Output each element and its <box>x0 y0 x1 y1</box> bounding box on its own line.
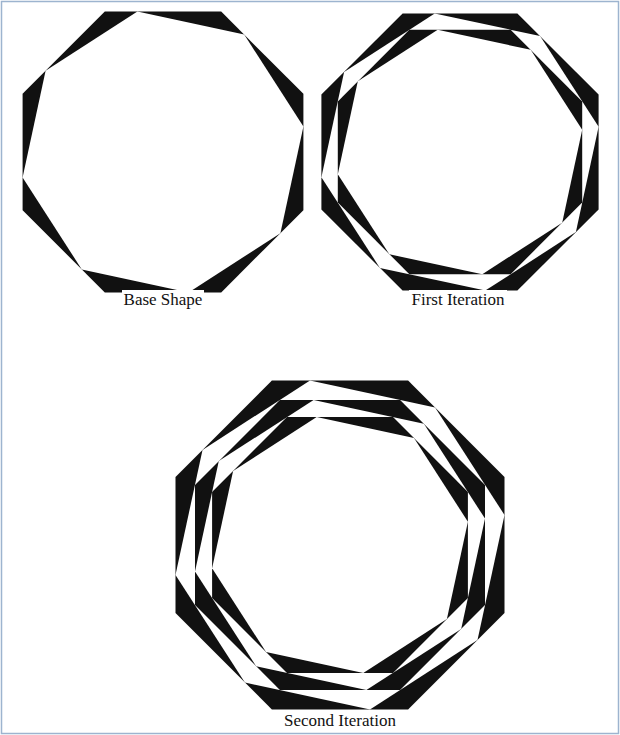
octagon-layer <box>23 12 304 293</box>
octagon-layer <box>176 381 505 710</box>
caption-label: First Iteration <box>409 290 506 310</box>
octagon-layer <box>321 13 598 290</box>
octagon-layer <box>195 400 485 690</box>
octagon-layer <box>338 30 582 274</box>
second-iteration-shape <box>176 381 505 710</box>
octagon-layer <box>195 400 485 690</box>
octagon-layer <box>212 417 468 673</box>
caption-label: Base Shape <box>122 290 205 310</box>
octagon-layer <box>321 13 598 290</box>
octagon-layer <box>23 12 304 293</box>
octagon-layer <box>212 417 468 673</box>
octagon-layer <box>338 30 582 274</box>
caption-label: Second Iteration <box>282 711 398 731</box>
octagon-layer <box>176 381 505 710</box>
base-shape <box>23 12 304 293</box>
first-iteration-shape <box>321 13 598 290</box>
